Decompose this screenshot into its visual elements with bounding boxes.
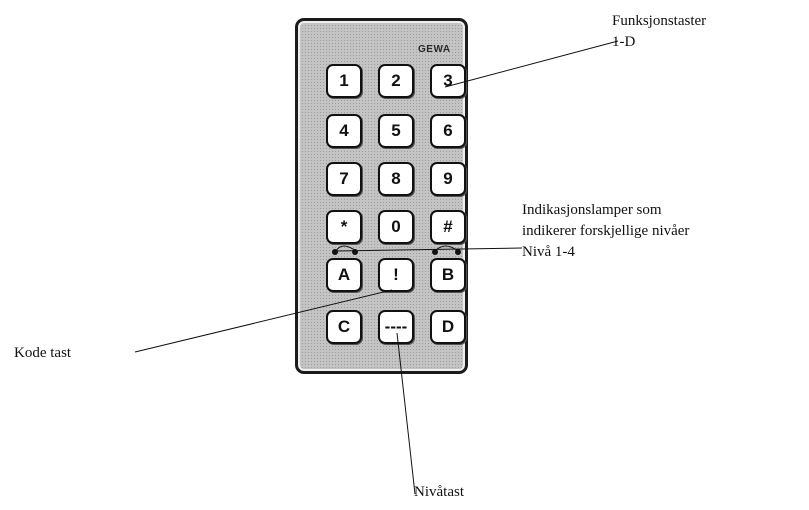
label-nivatast: Nivåtast <box>414 484 464 500</box>
key-8[interactable]: 8 <box>378 162 414 196</box>
label-funksjonstaster-line1: Funksjonstaster <box>612 13 707 29</box>
leader-line-indikasjon <box>336 247 523 252</box>
leader-line-kode-tast <box>134 289 393 353</box>
key-3[interactable]: 3 <box>430 64 466 98</box>
key-9[interactable]: 9 <box>430 162 466 196</box>
key-star[interactable]: * <box>326 210 362 244</box>
leader-line-funksjonstaster <box>444 40 619 88</box>
key-level[interactable]: ---- <box>378 310 414 344</box>
key-7[interactable]: 7 <box>326 162 362 196</box>
label-funksjonstaster-line2: 1-D <box>612 34 636 50</box>
key-6[interactable]: 6 <box>430 114 466 148</box>
key-4[interactable]: 4 <box>326 114 362 148</box>
leader-line-nivatast <box>396 332 416 495</box>
key-2[interactable]: 2 <box>378 64 414 98</box>
indicator-lamp-4 <box>455 249 461 255</box>
label-kode-tast: Kode tast <box>14 345 72 361</box>
label-indikasjon-line1: Indikasjonslamper som <box>522 202 662 218</box>
brand-logo: GEWA <box>418 44 451 55</box>
indicator-lamp-2 <box>352 249 358 255</box>
key-D[interactable]: D <box>430 310 466 344</box>
key-code[interactable]: ! <box>378 258 414 292</box>
indicator-lamp-3 <box>432 249 438 255</box>
key-hash[interactable]: # <box>430 210 466 244</box>
key-A[interactable]: A <box>326 258 362 292</box>
indicator-lamp-1 <box>332 249 338 255</box>
lamp-arc-left <box>335 245 357 252</box>
key-5[interactable]: 5 <box>378 114 414 148</box>
key-B[interactable]: B <box>430 258 466 292</box>
key-1[interactable]: 1 <box>326 64 362 98</box>
key-0[interactable]: 0 <box>378 210 414 244</box>
label-indikasjon-line3: Nivå 1-4 <box>522 244 575 260</box>
label-indikasjon-line2: indikerer forskjellige nivåer <box>522 223 690 239</box>
key-C[interactable]: C <box>326 310 362 344</box>
lamp-arc-right <box>434 245 459 252</box>
